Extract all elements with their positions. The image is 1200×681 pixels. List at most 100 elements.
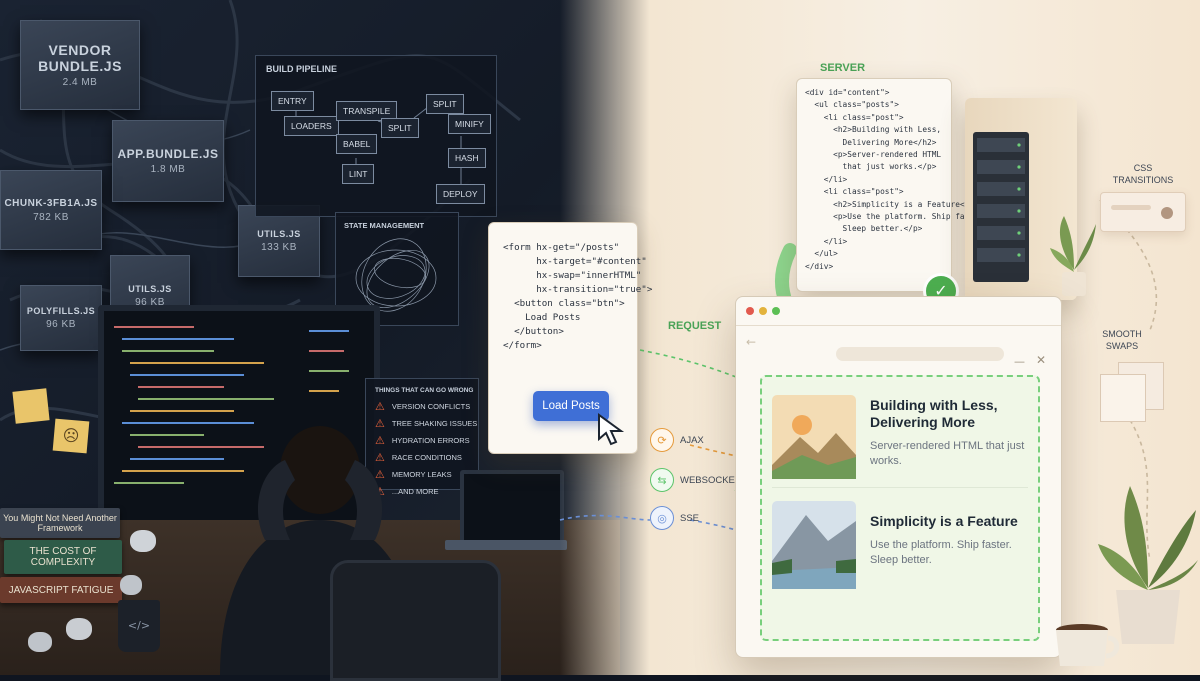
problem-item: ⚠TREE SHAKING ISSUES — [375, 415, 478, 432]
mountain-lake-image — [772, 501, 856, 589]
problem-item: ⚠ ...AND MORE — [375, 483, 478, 500]
code-line: hx-transition="true"> — [503, 284, 653, 295]
pipeline-node-loaders: LOADERS — [284, 116, 339, 136]
code-line: <button class="btn"> — [503, 298, 625, 309]
problem-item: ⚠ HYDRATION ERRORS — [375, 432, 478, 449]
laptop-base — [445, 540, 567, 550]
pipeline-node-lint: LINT — [342, 164, 375, 184]
code-line: hx-swap="innerHTML" — [503, 270, 642, 281]
bundle-crate-vendor: VENDOR BUNDLE.JS 2.4 MB — [20, 20, 140, 110]
code-line: </div> — [805, 261, 834, 271]
crate-label: CHUNK-3FB1A.JS — [4, 197, 98, 209]
crate-label: APP.BUNDLE.JS — [117, 147, 219, 161]
code-line: Load Posts — [503, 312, 581, 323]
server-code-block: <div id="content"> <ul class="posts"> <l… — [805, 87, 988, 273]
crumpled-paper — [66, 618, 92, 640]
code-line: </li> — [805, 174, 848, 184]
monitor-code — [114, 326, 349, 484]
swap-frame-front — [1100, 374, 1146, 422]
crate-size: 782 KB — [33, 211, 69, 223]
code-line: <p>Server-rendered HTML — [805, 150, 942, 160]
transition-bar — [1111, 205, 1151, 210]
code-line: <h2>Simplicity is a Feature</h2> — [805, 199, 984, 209]
connection-ajax: ⟳ AJAX — [650, 428, 704, 452]
pipeline-node-deploy: DEPLOY — [436, 184, 485, 204]
problem-item: ⚠ VERSION CONFLICTS — [375, 398, 478, 415]
maximize-dot-icon[interactable] — [772, 307, 780, 315]
warning-icon: ⚠ — [375, 401, 385, 413]
server-tower — [965, 98, 1077, 300]
crate-label: UTILS.JS — [128, 284, 172, 294]
load-posts-button[interactable]: Load Posts — [533, 391, 609, 421]
minimize-icon[interactable]: — — [1014, 355, 1025, 368]
mountain-sunset-image — [772, 395, 856, 479]
bundle-crate-polyfills: POLYFILLS.JS 96 KB — [20, 285, 102, 351]
problem-label: MEMORY LEAKS — [391, 470, 452, 479]
pipeline-node-hash: HASH — [448, 148, 486, 168]
transition-preview — [1100, 192, 1186, 232]
code-line: Delivering More</h2> — [805, 137, 937, 147]
crate-size: 133 KB — [261, 242, 297, 253]
code-line: <li class="post"> — [805, 112, 904, 122]
crate-label: VENDOR BUNDLE.JS — [38, 42, 122, 74]
connection-websockets: ⇆ WEBSOCKETS — [650, 468, 747, 492]
post-text: Simplicity is a Feature Use the platform… — [870, 513, 1028, 568]
problem-label: VERSION CONFLICTS — [391, 402, 471, 411]
sse-icon: ◎ — [650, 506, 674, 530]
problem-item: ⚠RACE CONDITIONS — [375, 449, 478, 466]
connection-label: SSE — [680, 512, 700, 524]
book-frameworks: You Might Not Need Another Framework — [0, 508, 120, 538]
css-transitions-label: CSS TRANSITIONS — [1112, 163, 1174, 185]
close-dot-icon[interactable] — [746, 307, 754, 315]
code-line: <p>Use the platform. Ship faster. — [805, 212, 989, 222]
back-arrow-icon[interactable]: ← — [746, 335, 757, 349]
laptop-screen — [460, 470, 564, 544]
problem-label: HYDRATION ERRORS — [391, 436, 470, 445]
post-title: Building with Less, Delivering More — [870, 397, 998, 430]
crate-label: POLYFILLS.JS — [26, 306, 96, 316]
crumpled-paper — [120, 575, 142, 595]
problem-item: ⚠ MEMORY LEAKS — [375, 466, 478, 483]
pipeline-node-entry: ENTRY — [271, 91, 314, 111]
pipeline-node-split-2: SPLIT — [426, 94, 464, 114]
post-body: Use the platform. Ship faster. Sleep bet… — [870, 539, 1012, 566]
close-icon[interactable]: ✕ — [1036, 353, 1047, 367]
code-line: <li class="post"> — [805, 187, 904, 197]
code-line: </form> — [503, 340, 542, 351]
post-text: Building with Less, Delivering More Serv… — [870, 397, 1028, 469]
pipeline-node-babel: BABEL — [336, 134, 378, 154]
warning-icon: ⚠ — [375, 469, 385, 481]
problems-title: THINGS THAT CAN GO WRONG — [375, 387, 474, 394]
code-line: </button> — [503, 326, 564, 337]
bundle-crate-app: APP.BUNDLE.JS 1.8 MB — [112, 120, 224, 202]
code-line: that just works.</p> — [805, 162, 937, 172]
plant-icon — [1050, 216, 1096, 296]
minimize-dot-icon[interactable] — [759, 307, 767, 315]
crumpled-paper — [28, 632, 52, 652]
address-bar[interactable] — [836, 347, 1004, 361]
code-mug-icon: </> — [118, 600, 160, 652]
warning-icon: ⚠ — [375, 418, 385, 430]
warning-icon: ⚠ — [375, 486, 385, 498]
htmx-form-card: <form hx-get="/posts" hx-target="#conten… — [488, 222, 652, 454]
bundle-crate-utils-a: UTILS.JS 133 KB — [238, 205, 320, 277]
book-complexity: THE COST OF COMPLEXITY — [4, 540, 122, 574]
crate-label: UTILS.JS — [257, 229, 301, 239]
cursor-pointer-icon — [598, 413, 625, 446]
state-management-title: STATE MANAGEMENT — [344, 221, 425, 230]
pipeline-node-transpile: TRANSPILE — [336, 101, 398, 121]
problem-label: ...AND MORE — [391, 487, 439, 496]
post-body: Server-rendered HTML that just works. — [870, 440, 1025, 467]
smooth-swaps-label: SMOOTH SWAPS — [1102, 329, 1142, 351]
code-line: </ul> — [805, 249, 838, 259]
pipeline-node-minify: MINIFY — [448, 114, 491, 134]
coffee-cup-icon — [1056, 624, 1120, 666]
form-code-block: <form hx-get="/posts" hx-target="#conten… — [503, 241, 652, 353]
post-item: Simplicity is a Feature Use the platform… — [772, 495, 1028, 595]
warning-icon: ⚠ — [375, 435, 385, 447]
large-plant-icon — [1098, 486, 1198, 644]
problem-label: RACE CONDITIONS — [391, 453, 462, 462]
server-label: SERVER — [820, 62, 866, 74]
crate-size: 2.4 MB — [62, 77, 98, 88]
code-line: <ul class="posts"> — [805, 100, 899, 110]
